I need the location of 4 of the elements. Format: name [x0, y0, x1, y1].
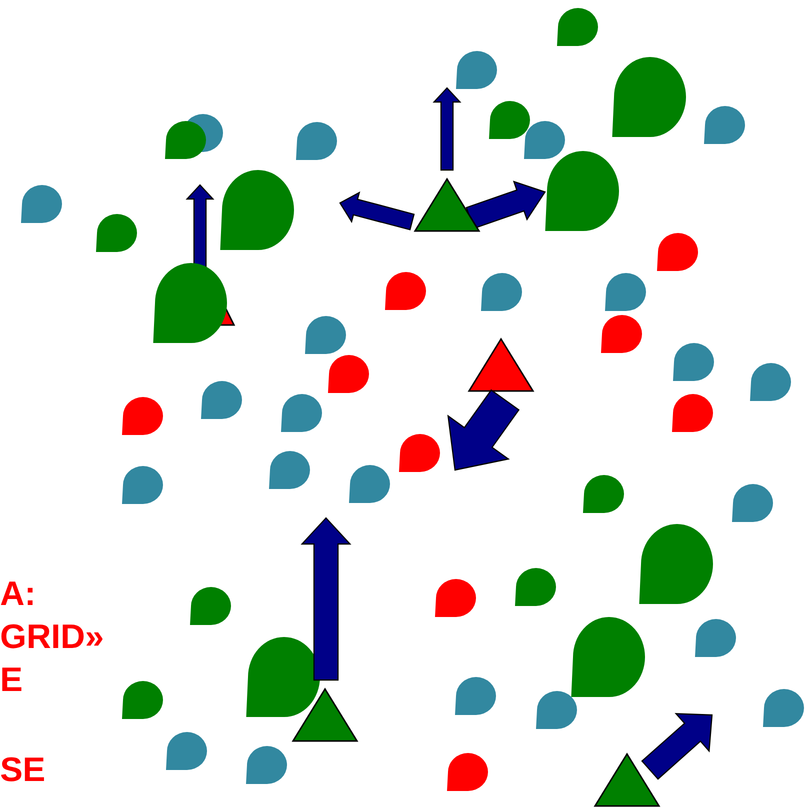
note-text: GRID» — [0, 617, 104, 657]
note-text: A: — [0, 574, 36, 614]
note-text: SE — [0, 750, 46, 790]
note-text: E — [0, 660, 23, 700]
